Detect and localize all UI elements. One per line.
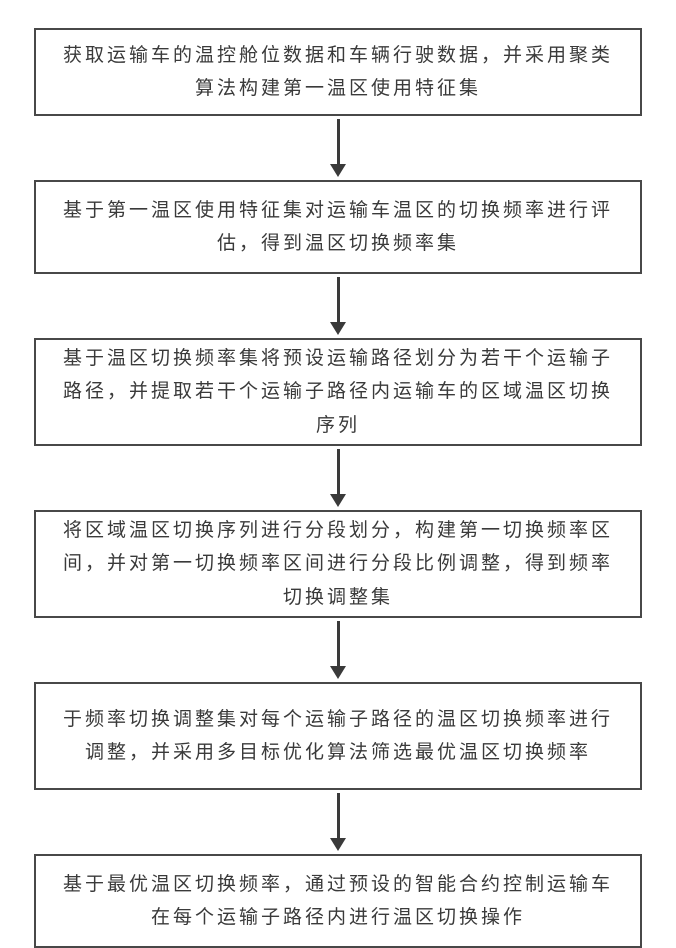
step-1-text: 获取运输车的温控舱位数据和车辆行驶数据，并采用聚类算法构建第一温区使用特征集: [62, 44, 613, 99]
flowchart-step-3: 基于温区切换频率集将预设运输路径划分为若干个运输子路径，并提取若干个运输子路径内…: [34, 338, 642, 446]
step-4-text: 将区域温区切换序列进行分段划分，构建第一切换频率区间，并对第一切换频率区间进行分…: [62, 520, 613, 608]
step-6-text: 基于最优温区切换频率，通过预设的智能合约控制运输车在每个运输子路径内进行温区切换…: [62, 873, 613, 928]
arrow-head: [330, 322, 346, 335]
flowchart-step-4: 将区域温区切换序列进行分段划分，构建第一切换频率区间，并对第一切换频率区间进行分…: [34, 510, 642, 618]
arrow-shaft: [336, 119, 340, 164]
arrow-shaft: [336, 621, 340, 666]
down-arrow-icon: [34, 790, 642, 854]
flowchart-step-2: 基于第一温区使用特征集对运输车温区的切换频率进行评估，得到温区切换频率集: [34, 180, 642, 274]
step-5-text: 于频率切换调整集对每个运输子路径的温区切换频率进行调整，并采用多目标优化算法筛选…: [62, 708, 613, 763]
down-arrow-icon: [34, 446, 642, 510]
flowchart-step-5: 于频率切换调整集对每个运输子路径的温区切换频率进行调整，并采用多目标优化算法筛选…: [34, 682, 642, 790]
step-3-text: 基于温区切换频率集将预设运输路径划分为若干个运输子路径，并提取若干个运输子路径内…: [62, 348, 613, 436]
arrow-shaft: [336, 793, 340, 838]
down-arrow-icon: [34, 274, 642, 338]
arrow-shaft: [336, 277, 340, 322]
down-arrow-icon: [34, 618, 642, 682]
step-2-text: 基于第一温区使用特征集对运输车温区的切换频率进行评估，得到温区切换频率集: [62, 199, 613, 254]
arrow-head: [330, 838, 346, 851]
flowchart: 获取运输车的温控舱位数据和车辆行驶数据，并采用聚类算法构建第一温区使用特征集 基…: [34, 28, 642, 948]
down-arrow-icon: [34, 116, 642, 180]
arrow-head: [330, 666, 346, 679]
arrow-head: [330, 164, 346, 177]
arrow-head: [330, 494, 346, 507]
flowchart-step-6: 基于最优温区切换频率，通过预设的智能合约控制运输车在每个运输子路径内进行温区切换…: [34, 854, 642, 948]
flowchart-step-1: 获取运输车的温控舱位数据和车辆行驶数据，并采用聚类算法构建第一温区使用特征集: [34, 28, 642, 116]
arrow-shaft: [336, 449, 340, 494]
